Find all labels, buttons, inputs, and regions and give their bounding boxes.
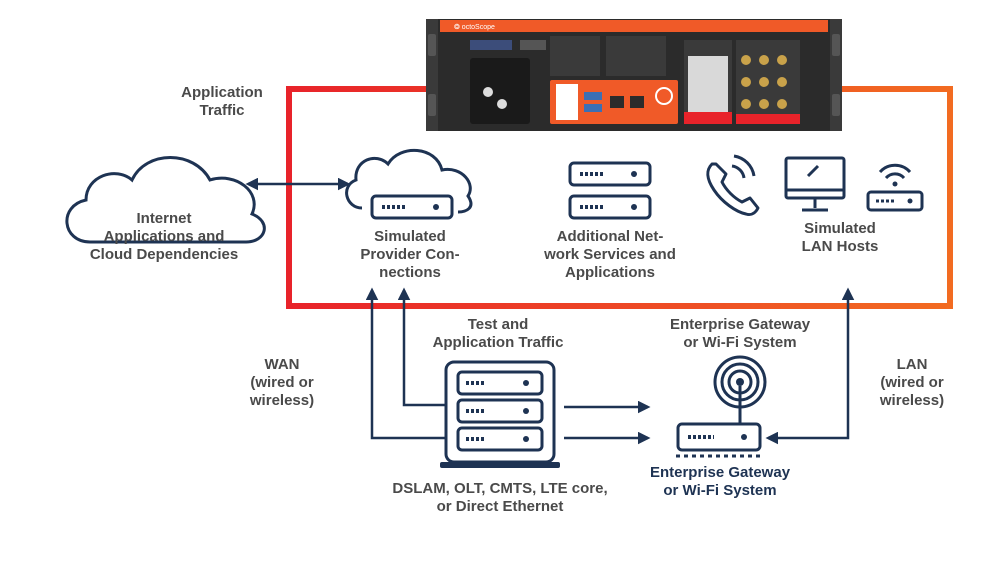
- monitor-icon: [784, 156, 846, 212]
- enterprise-gateway-bottom-label: Enterprise Gateway or Wi-Fi System: [649, 464, 791, 499]
- wan-outer-arrow: [365, 287, 446, 440]
- access-network-label: DSLAM, OLT, CMTS, LTE core, or Direct Et…: [392, 480, 608, 515]
- wifi-icon: [878, 163, 912, 187]
- cloud-icon: [65, 156, 266, 244]
- device-brand: ❂ octoScope: [454, 23, 495, 31]
- test-appliance: ❂ octoScope: [426, 19, 842, 131]
- simulated-provider-label: Simulated Provider Con- nections: [360, 228, 460, 281]
- additional-services-label: Additional Net- work Services and Applic…: [544, 228, 676, 281]
- cloud-icon: [345, 149, 473, 214]
- lan-label: LAN (wired or wireless): [879, 356, 945, 409]
- wan-label: WAN (wired or wireless): [249, 356, 315, 409]
- simulated-lan-label: Simulated LAN Hosts: [801, 220, 879, 255]
- tower-server-icon: [440, 360, 560, 468]
- wan-inner-arrow: [397, 287, 446, 407]
- application-traffic-label: Application Traffic: [181, 84, 263, 119]
- internet-label: Internet Applications and Cloud Dependen…: [89, 210, 239, 263]
- phone-icon: [706, 154, 760, 216]
- server-icon: [370, 194, 454, 220]
- lan-link-arrow: [765, 287, 855, 445]
- router-icon: [866, 190, 924, 212]
- test-traffic-label: Test and Application Traffic: [432, 316, 564, 351]
- enterprise-gateway-top-label: Enterprise Gateway or Wi-Fi System: [669, 316, 811, 351]
- antenna-icon: [713, 355, 767, 424]
- router-icon: [676, 422, 762, 458]
- server-icon: [568, 161, 652, 220]
